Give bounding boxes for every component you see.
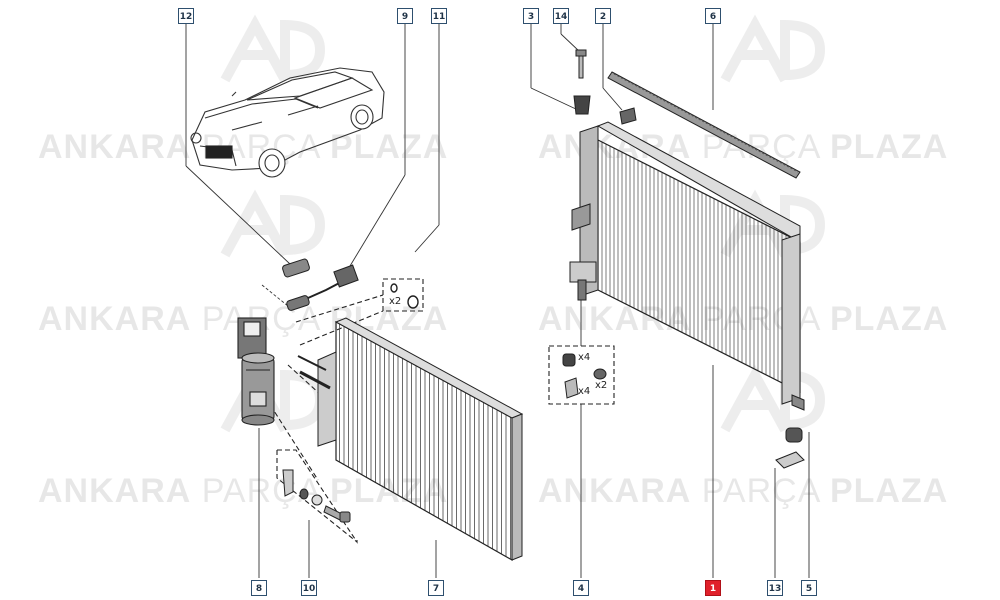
callout-9[interactable]: 9	[397, 8, 413, 24]
mount-kit	[562, 353, 607, 399]
callout-4[interactable]: 4	[573, 580, 589, 596]
callout-12[interactable]: 12	[178, 8, 194, 24]
callout-7[interactable]: 7	[428, 580, 444, 596]
oring-quantity: x2	[389, 296, 402, 307]
bracket-hardware	[282, 469, 351, 523]
callout-8[interactable]: 8	[251, 580, 267, 596]
leader-lines	[185, 24, 810, 578]
callout-1-highlighted[interactable]: 1	[705, 580, 721, 596]
car-illustration	[190, 67, 385, 178]
callout-6[interactable]: 6	[705, 8, 721, 24]
callout-14[interactable]: 14	[553, 8, 569, 24]
receiver-dryer	[237, 317, 275, 426]
callout-13[interactable]: 13	[767, 580, 783, 596]
o-rings	[390, 283, 419, 309]
support-bar	[607, 71, 801, 179]
callout-11[interactable]: 11	[431, 8, 447, 24]
callout-10[interactable]: 10	[301, 580, 317, 596]
condenser	[297, 317, 524, 562]
bolt	[575, 49, 587, 79]
callout-2[interactable]: 2	[595, 8, 611, 24]
lower-grommet	[785, 427, 803, 443]
grommet-quantity: x4	[578, 352, 591, 363]
clip-quantity: x4	[578, 386, 591, 397]
callout-5[interactable]: 5	[801, 580, 817, 596]
retaining-clip	[775, 451, 805, 469]
upper-grommet	[573, 95, 591, 115]
filler-cap	[619, 107, 637, 125]
nut-quantity: x2	[595, 380, 608, 391]
radiator	[569, 121, 805, 411]
pressure-switch	[282, 258, 359, 311]
callout-3[interactable]: 3	[523, 8, 539, 24]
